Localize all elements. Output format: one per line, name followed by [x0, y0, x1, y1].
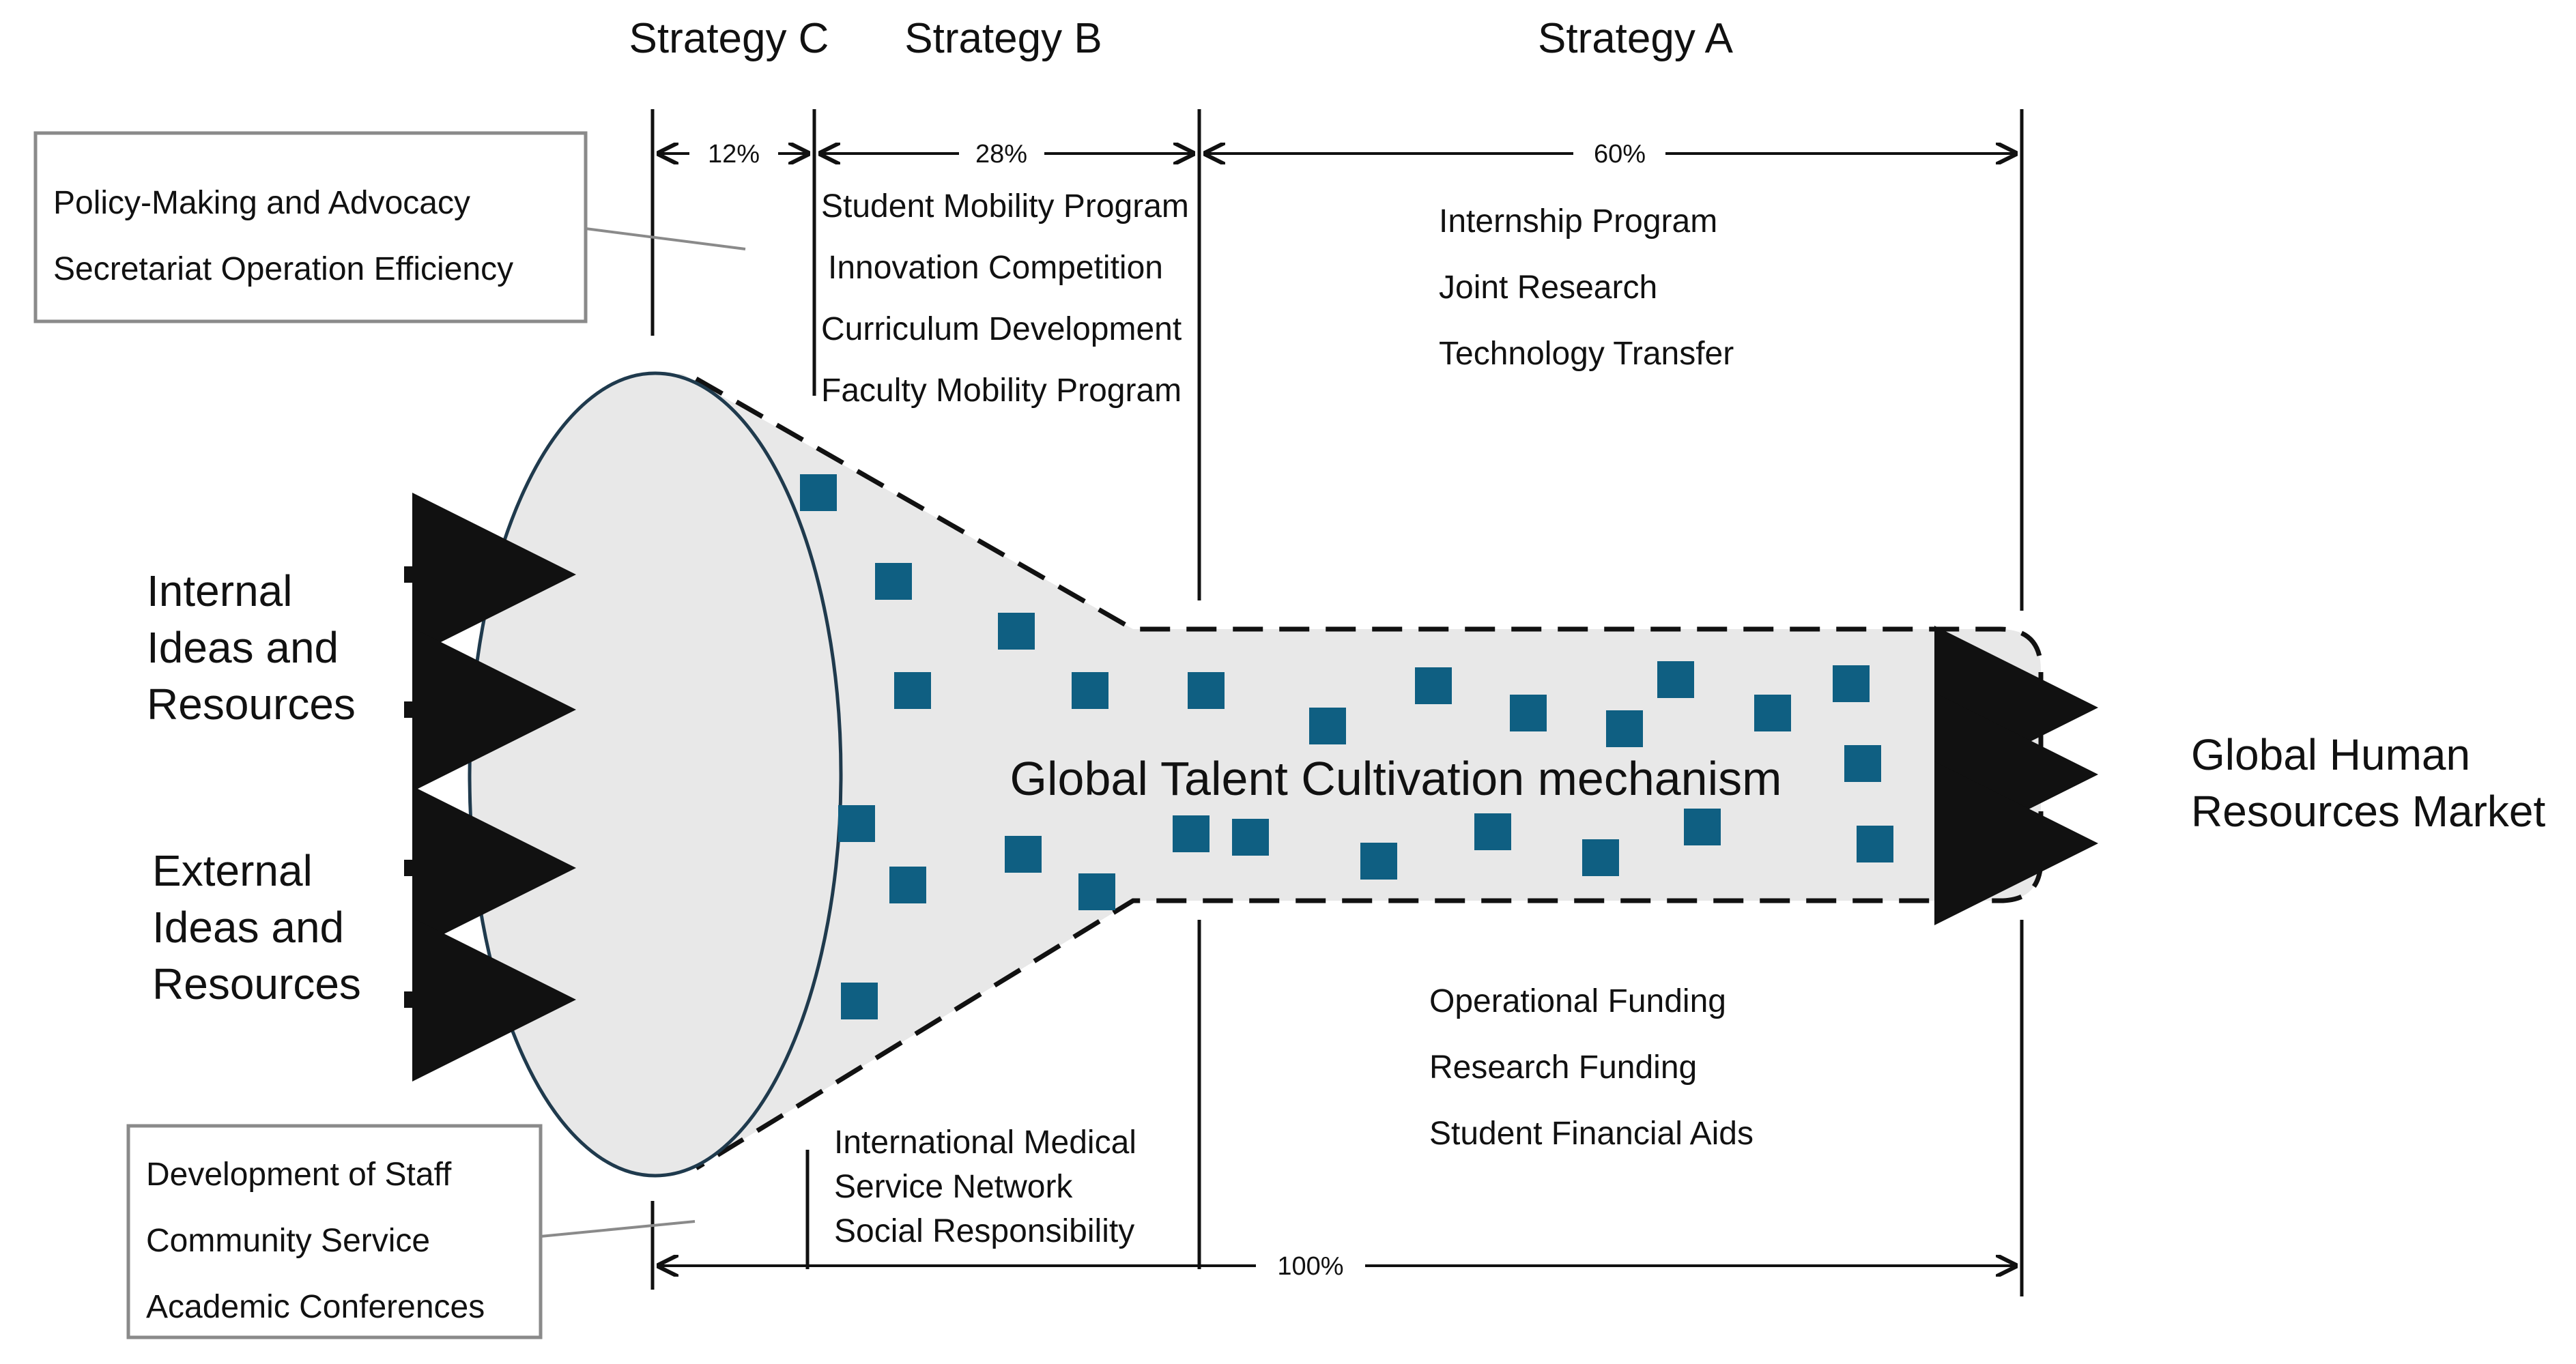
strategy-guide-lines	[650, 109, 2024, 1296]
bottom-callout-box	[126, 1124, 543, 1339]
output-line-2: Resources Market	[2191, 787, 2546, 836]
talent-particle	[1582, 839, 1619, 876]
strategy-b-item-1: Student Mobility Program	[821, 188, 1189, 224]
bottom-callout-line-3: Academic Conferences	[146, 1289, 485, 1325]
talent-particle	[1415, 667, 1452, 704]
talent-particle	[1754, 695, 1791, 731]
input-arrows	[404, 493, 576, 1082]
strategy-b-item-4: Faculty Mobility Program	[821, 373, 1182, 409]
bottom-callout-line-2: Community Service	[146, 1223, 430, 1259]
talent-particle	[1657, 661, 1694, 698]
strategy-a-item-3: Technology Transfer	[1439, 336, 1734, 372]
internal-input-line-1: Internal	[147, 566, 292, 615]
internal-input-line-2: Ideas and	[147, 623, 339, 672]
output-line-1: Global Human	[2191, 730, 2470, 779]
talent-particle	[841, 983, 878, 1019]
output-arrows	[1934, 626, 2098, 925]
strategy-b-item-2: Innovation Competition	[828, 250, 1163, 286]
talent-particle	[1005, 836, 1042, 873]
top-callout-line-2: Secretariat Operation Efficiency	[53, 251, 513, 287]
talent-particle	[1078, 873, 1115, 910]
dimension-lines	[657, 154, 2018, 1266]
talent-particle	[1510, 695, 1547, 731]
external-input-line-1: External	[152, 846, 313, 895]
percent-total-label: 100%	[1277, 1252, 1343, 1281]
bottom-a-item-2: Research Funding	[1429, 1049, 1697, 1086]
internal-input-line-3: Resources	[147, 680, 356, 729]
bottom-b-item-1: International Medical	[834, 1124, 1136, 1161]
top-callout-leader	[585, 227, 746, 250]
talent-particle	[838, 805, 875, 842]
funnel-tube	[655, 374, 2041, 1168]
talent-particle	[1833, 665, 1870, 702]
bottom-callout-leader	[540, 1220, 696, 1238]
funnel-mouth	[468, 371, 843, 1178]
percent-b-label: 28%	[975, 140, 1027, 169]
talent-particle	[1309, 708, 1346, 744]
talent-particle	[1072, 672, 1108, 709]
percent-a-label: 60%	[1594, 140, 1646, 169]
talent-particle	[1857, 826, 1893, 862]
talent-particle	[1360, 843, 1397, 880]
talent-particles	[800, 474, 1893, 1019]
talent-particle	[1173, 815, 1210, 852]
strategy-c-header: Strategy C	[629, 15, 829, 62]
talent-particle	[894, 672, 931, 709]
percent-c-label: 12%	[708, 140, 760, 169]
strategy-a-item-2: Joint Research	[1439, 270, 1657, 306]
talent-particle	[1844, 745, 1881, 782]
talent-particle	[800, 474, 837, 511]
talent-particle	[875, 563, 912, 600]
bottom-a-item-1: Operational Funding	[1429, 983, 1726, 1019]
talent-particle	[1188, 672, 1225, 709]
talent-particle	[998, 613, 1035, 650]
strategy-b-item-3: Curriculum Development	[821, 311, 1182, 347]
talent-particle	[889, 867, 926, 903]
strategy-a-header: Strategy A	[1538, 15, 1734, 62]
top-callout-line-1: Policy-Making and Advocacy	[53, 185, 470, 221]
bottom-a-item-3: Student Financial Aids	[1429, 1116, 1754, 1152]
strategy-a-item-1: Internship Program	[1439, 203, 1717, 240]
external-input-line-2: Ideas and	[152, 903, 344, 952]
bottom-b-item-3: Social Responsibility	[834, 1213, 1134, 1249]
talent-particle	[1684, 809, 1721, 845]
top-callout-box	[33, 131, 588, 323]
bottom-b-item-2: Service Network	[834, 1169, 1073, 1205]
talent-particle	[1474, 813, 1511, 850]
mechanism-label: Global Talent Cultivation mechanism	[1010, 752, 1782, 805]
external-input-line-3: Resources	[152, 959, 361, 1009]
strategy-b-header: Strategy B	[904, 15, 1102, 62]
bottom-callout-line-1: Development of Staff	[146, 1157, 452, 1193]
talent-particle	[1232, 819, 1269, 856]
talent-particle	[1606, 710, 1643, 747]
